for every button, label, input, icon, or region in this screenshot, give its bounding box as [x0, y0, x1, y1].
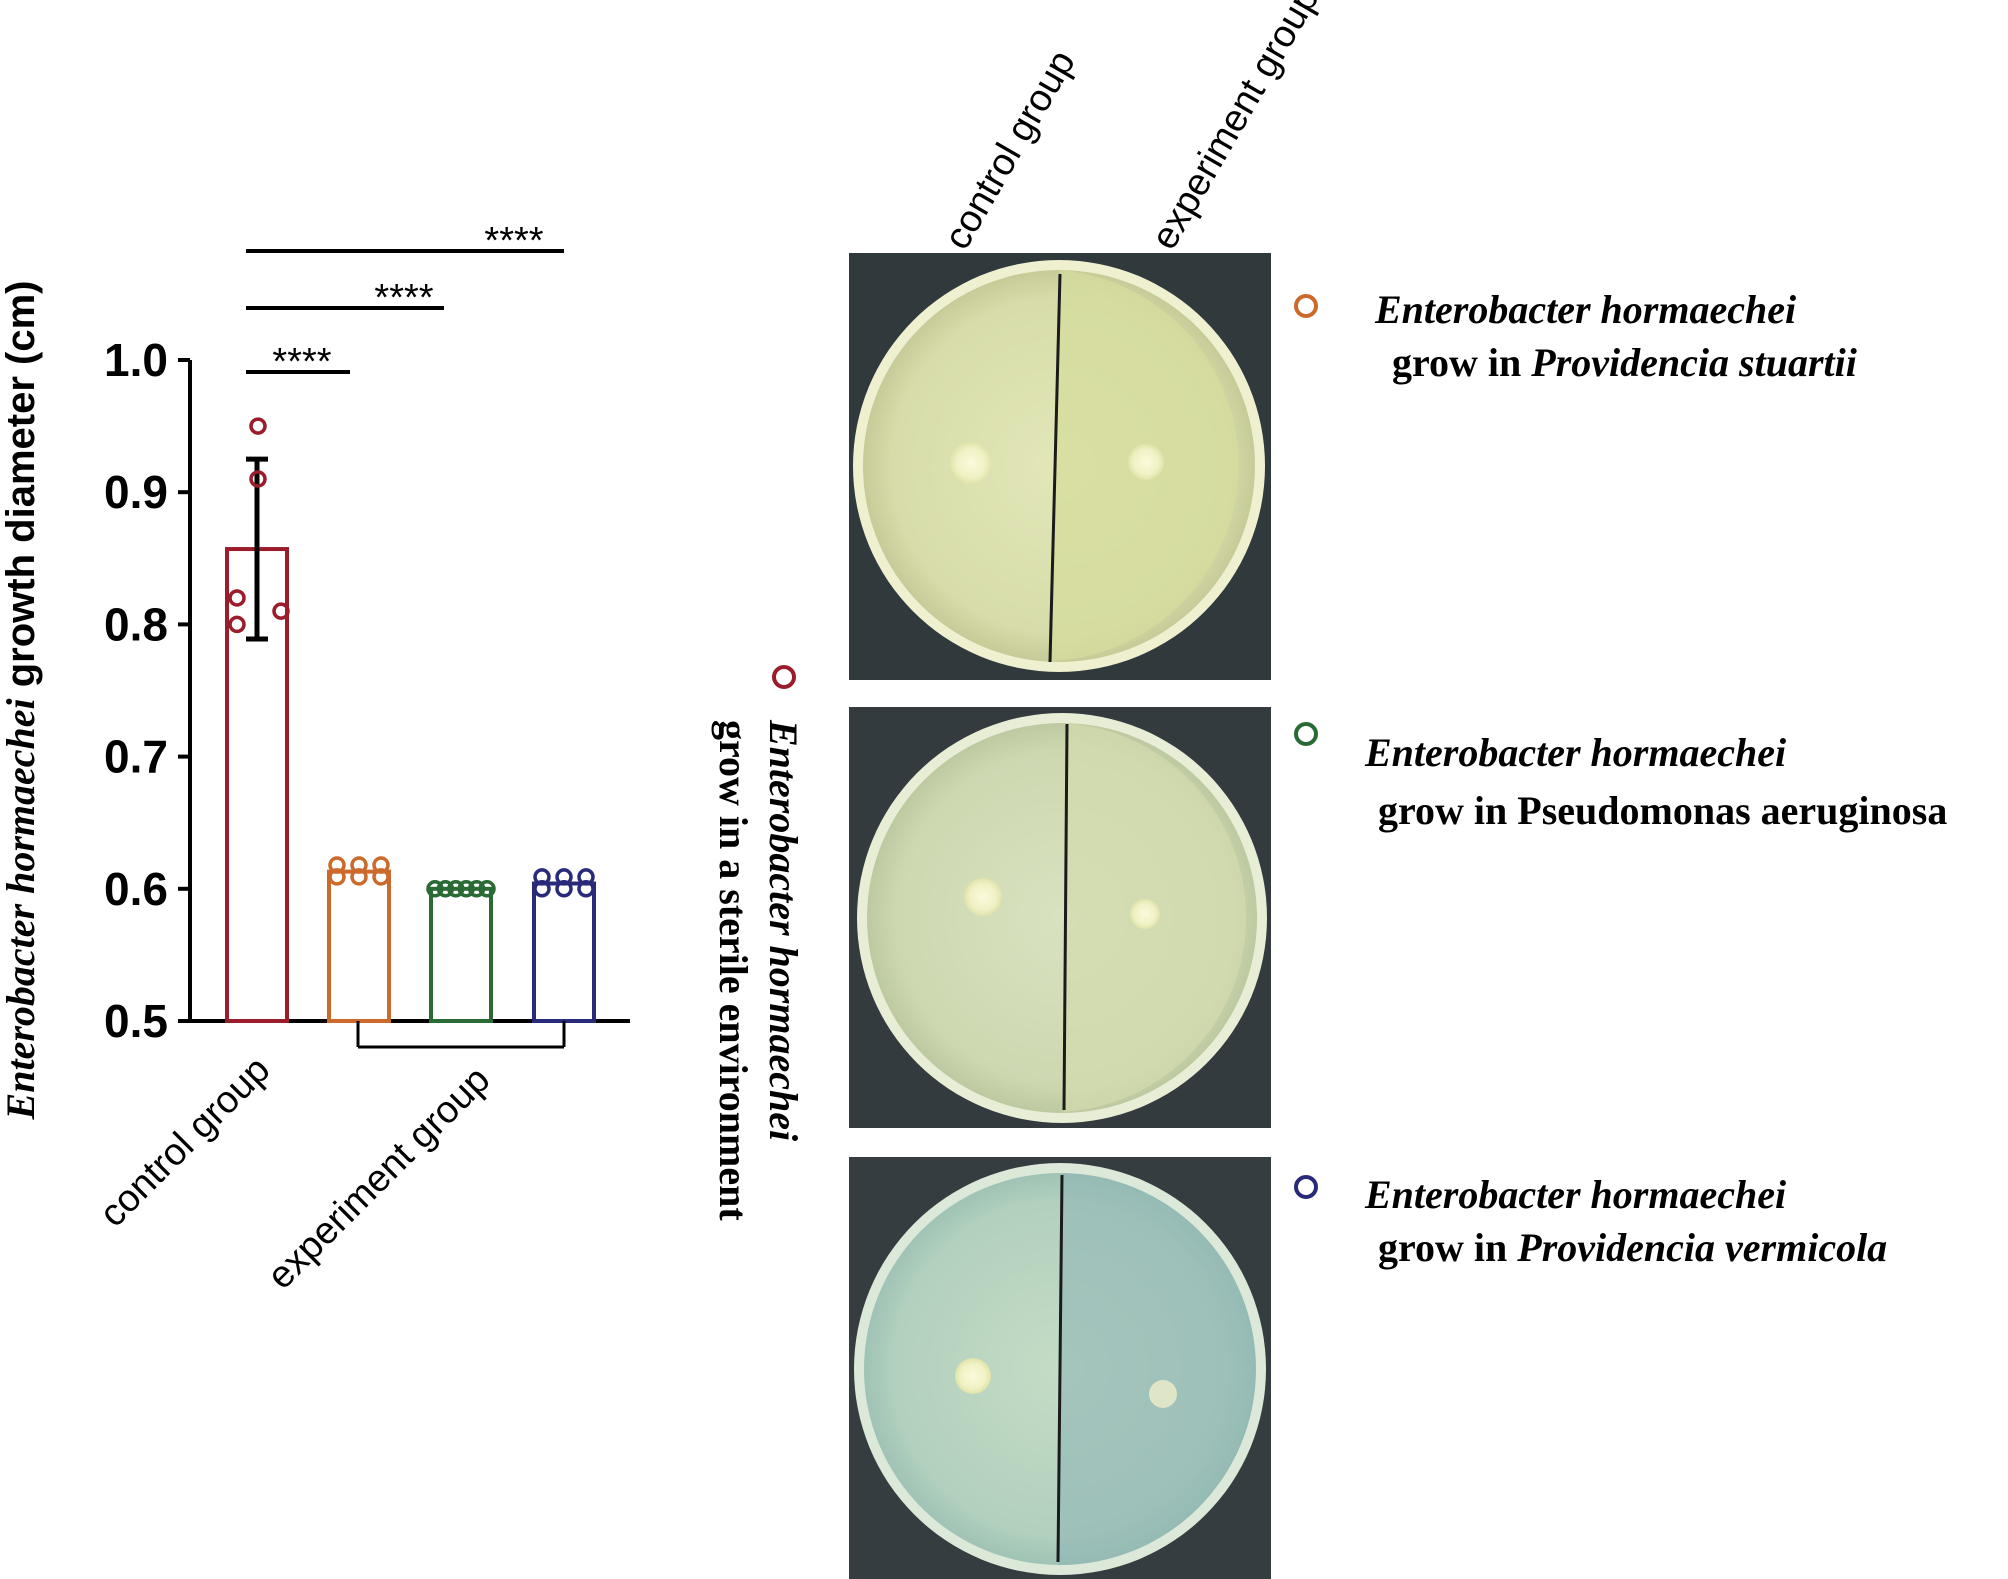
plate-3-colony-control	[955, 1358, 991, 1394]
plate-3-colony-experiment	[1149, 1380, 1177, 1408]
data-point	[249, 417, 267, 435]
plate-1-colony-experiment	[1128, 444, 1164, 480]
data-point	[577, 868, 595, 886]
legend-condition-1: grow in Providencia stuartii	[1392, 340, 1857, 385]
significance-label-3: ****	[484, 220, 543, 262]
legend-marker-3	[1294, 1175, 1318, 1199]
bar-4	[532, 881, 596, 1024]
data-point	[372, 856, 390, 874]
y-tick-label: 0.6	[104, 863, 168, 915]
legend-marker-1	[1294, 294, 1318, 318]
data-point	[328, 868, 346, 886]
legend-marker-2	[1294, 722, 1318, 746]
data-point	[555, 880, 573, 898]
data-point	[426, 880, 444, 898]
bar-2	[327, 869, 391, 1024]
data-point	[372, 868, 390, 886]
bar-chart: Enterobacter hormaechei growth diameter …	[0, 220, 630, 1297]
plate-2-colony-experiment	[1130, 899, 1160, 929]
plate-1-divider	[1048, 273, 1062, 663]
plate-2-divider	[1062, 723, 1069, 1111]
legend-item-1: Enterobacter hormaechei grow in Providen…	[1294, 287, 1857, 385]
data-point	[328, 856, 346, 874]
data-point	[272, 602, 290, 620]
y-tick-label: 0.5	[104, 995, 168, 1047]
sterile-legend: Enterobacter hormaechei grow in a steril…	[711, 665, 806, 1221]
legend-species-1: Enterobacter hormaechei	[1374, 287, 1796, 332]
data-point	[228, 615, 246, 634]
data-points	[228, 417, 595, 898]
data-point	[457, 880, 475, 898]
error-bars	[246, 456, 268, 642]
legend-item-2: Enterobacter hormaechei grow in Pseudomo…	[1294, 722, 1947, 833]
sterile-legend-marker	[772, 665, 796, 689]
data-point	[533, 880, 551, 898]
y-tick-label: 0.8	[104, 598, 168, 650]
data-point	[577, 880, 595, 898]
plate-photo-1	[849, 253, 1271, 680]
data-point	[350, 856, 368, 874]
legend-species-3: Enterobacter hormaechei	[1364, 1172, 1786, 1217]
significance-label-1: ****	[272, 341, 331, 383]
y-ticks: 0.5 0.6 0.7 0.8 0.9 1.0	[104, 334, 190, 1047]
plate-header-control: control group	[936, 43, 1083, 256]
data-point	[436, 880, 455, 898]
plate-2-colony-control	[964, 878, 1002, 916]
plate-photo-3	[849, 1157, 1271, 1579]
data-point	[228, 589, 246, 607]
y-tick-label: 1.0	[104, 334, 168, 386]
legend-condition-2: grow in Pseudomonas aeruginosa	[1378, 788, 1947, 833]
plate-1-colony-control	[950, 442, 992, 484]
data-point	[350, 868, 368, 886]
significance-label-2: ****	[374, 277, 433, 319]
plate-header-experiment: experiment group	[1143, 0, 1327, 257]
category-label-control: control group	[92, 1049, 279, 1236]
plate-3-divider	[1056, 1174, 1064, 1563]
plate-photo-2	[849, 707, 1271, 1128]
category-label-experiment: experiment group	[260, 1059, 499, 1298]
data-point	[533, 868, 551, 886]
y-tick-label: 0.7	[104, 731, 168, 783]
y-axis-title: Enterobacter hormaechei growth diameter …	[0, 281, 43, 1121]
bar-3	[429, 886, 493, 1023]
sterile-legend-species: Enterobacter hormaechei	[761, 719, 806, 1141]
y-tick-label: 0.9	[104, 466, 168, 518]
legend-item-3: Enterobacter hormaechei grow in Providen…	[1294, 1172, 1887, 1270]
data-point	[249, 470, 267, 488]
legend-condition-3: grow in Providencia vermicola	[1378, 1225, 1887, 1270]
data-point	[447, 880, 465, 898]
data-point	[555, 868, 573, 886]
legend-species-2: Enterobacter hormaechei	[1364, 730, 1786, 775]
plate-3-experiment-half	[1058, 1173, 1256, 1566]
data-point	[467, 880, 486, 898]
sterile-legend-text: grow in a sterile environment	[711, 720, 756, 1221]
data-point	[478, 880, 496, 898]
